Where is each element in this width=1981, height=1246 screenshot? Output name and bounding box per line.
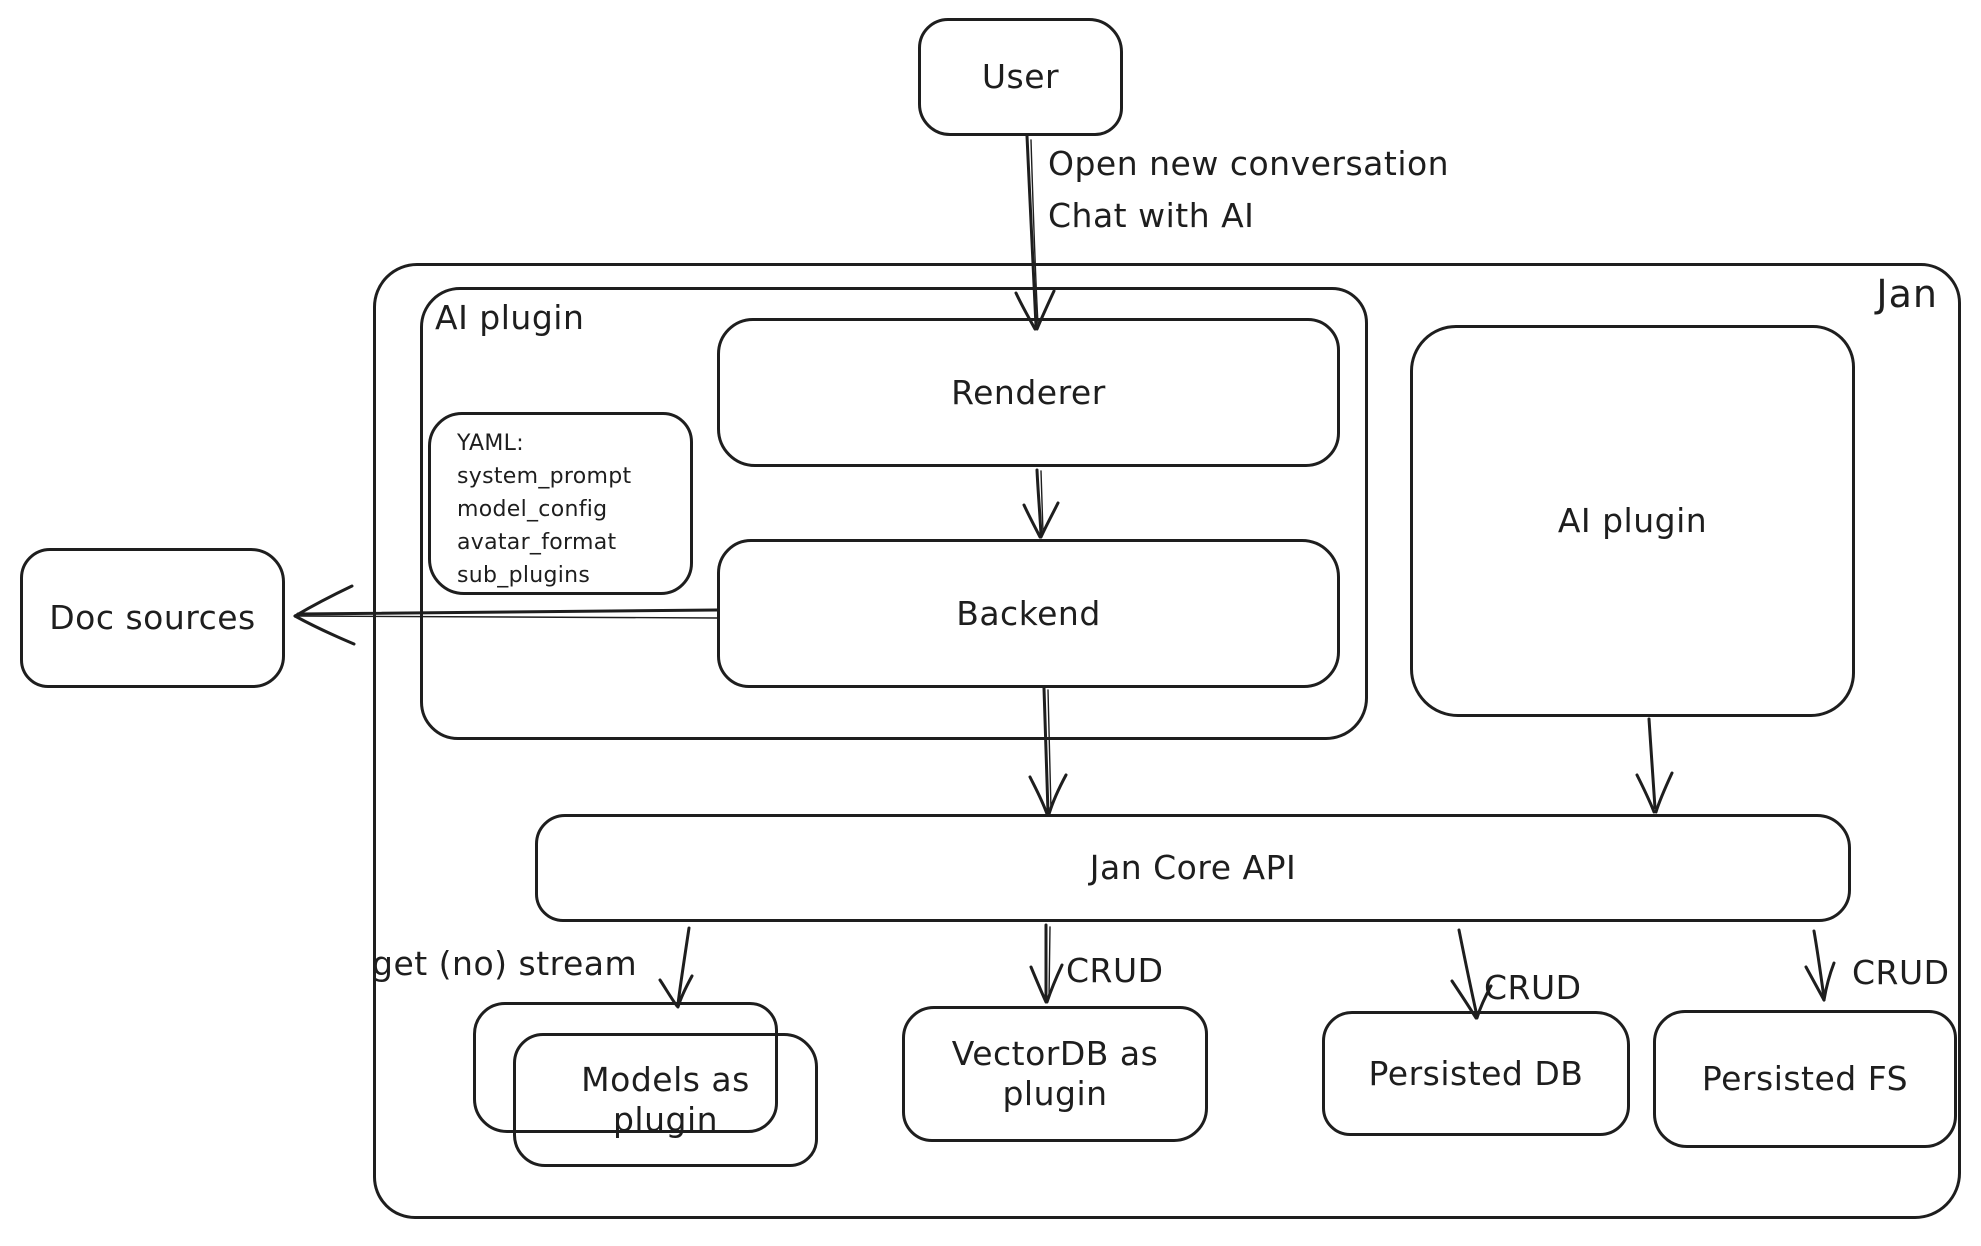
persisted-fs-label: Persisted FS <box>1701 1059 1909 1099</box>
yaml-line-avatar-format: avatar_format <box>457 530 617 555</box>
user-node: User <box>918 18 1123 136</box>
ai-plugin-left-label: AI plugin <box>435 298 585 337</box>
doc-sources-node: Doc sources <box>20 548 285 688</box>
persisted-fs-node: Persisted FS <box>1653 1010 1957 1148</box>
jan-container-box: Jan <box>373 263 1961 1219</box>
yaml-config-text: YAML: system_prompt model_config avatar_… <box>431 415 631 592</box>
persisted-db-node: Persisted DB <box>1322 1011 1630 1136</box>
yaml-title: YAML: <box>457 431 524 456</box>
vectordb-as-plugin-node: VectorDB as plugin <box>902 1006 1208 1142</box>
persisted-db-label: Persisted DB <box>1368 1053 1584 1093</box>
jan-core-api-node: Jan Core API <box>535 814 1851 922</box>
yaml-line-system-prompt: system_prompt <box>457 464 632 489</box>
models-as-plugin-node: Models as plugin <box>513 1033 818 1167</box>
edge-label-get-no-stream: get (no) stream <box>372 944 638 983</box>
renderer-node: Renderer <box>717 318 1340 467</box>
edge-label-crud-vectordb: CRUD <box>1066 951 1164 990</box>
yaml-line-sub-plugins: sub_plugins <box>457 563 591 588</box>
user-node-label: User <box>981 57 1060 97</box>
edge-label-crud-persisted-db: CRUD <box>1484 968 1582 1007</box>
ai-plugin-right-label: AI plugin <box>1557 501 1708 541</box>
jan-container-label: Jan <box>1876 272 1938 316</box>
backend-node-label: Backend <box>956 593 1101 633</box>
edge-label-chat-with-ai: Chat with AI <box>1048 196 1255 235</box>
ai-plugin-right-node: AI plugin <box>1410 325 1855 717</box>
doc-sources-node-label: Doc sources <box>49 598 256 638</box>
yaml-config-note: YAML: system_prompt model_config avatar_… <box>428 412 693 595</box>
models-as-plugin-outer-box <box>473 1002 778 1133</box>
jan-core-api-label: Jan Core API <box>1089 848 1297 888</box>
yaml-line-model-config: model_config <box>457 497 608 522</box>
edge-label-open-new-conversation: Open new conversation <box>1048 144 1450 183</box>
ai-plugin-left-container-box: AI plugin <box>420 287 1368 740</box>
vectordb-as-plugin-label: VectorDB as plugin <box>951 1034 1159 1113</box>
renderer-node-label: Renderer <box>951 372 1106 412</box>
backend-node: Backend <box>717 539 1340 688</box>
models-as-plugin-label: Models as plugin <box>581 1060 750 1139</box>
edge-label-crud-persisted-fs: CRUD <box>1852 953 1950 992</box>
